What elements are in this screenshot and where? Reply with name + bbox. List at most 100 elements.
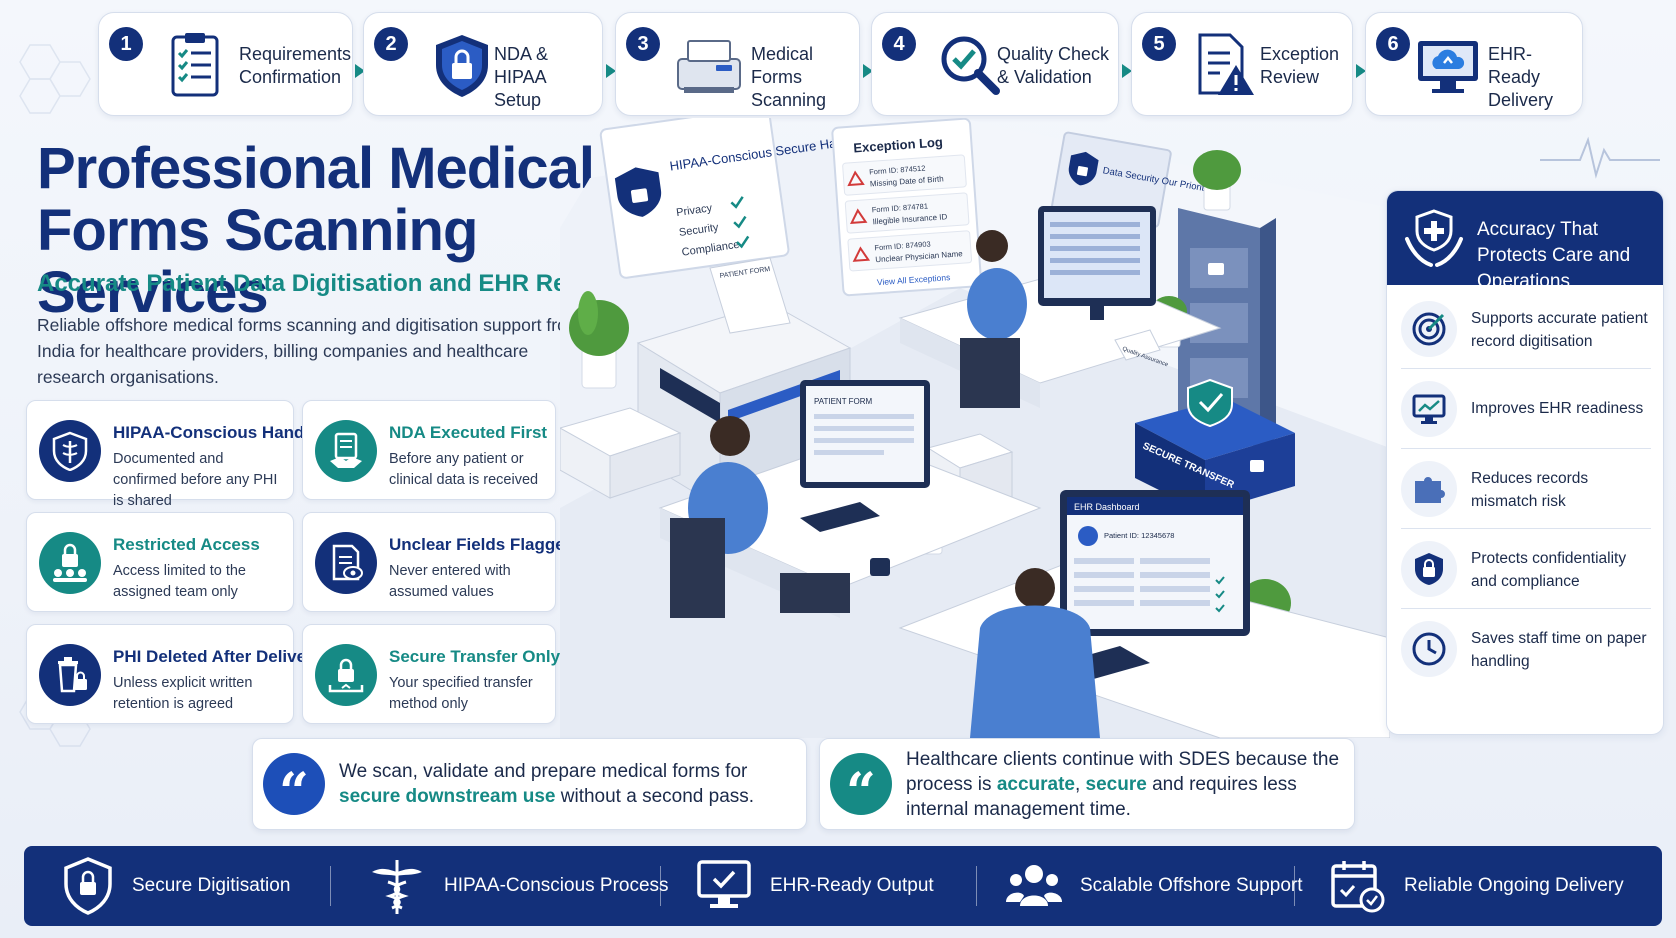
monitor-chart-icon xyxy=(1401,381,1457,437)
step-number: 2 xyxy=(374,27,408,61)
exception-log-board: Exception Log Form ID: 874512 Missing Da… xyxy=(831,118,982,297)
step-arrow-icon xyxy=(1122,64,1132,78)
monitor-cloud-icon xyxy=(1418,41,1478,93)
monitor-check-icon xyxy=(697,860,751,908)
checklist-icon xyxy=(171,33,219,97)
footer-divider xyxy=(660,866,661,906)
middle-workstation: PATIENT FORM xyxy=(658,380,1042,618)
step-number: 4 xyxy=(882,27,916,61)
feature-title: Secure Transfer Only xyxy=(389,647,561,666)
step-label: Medical Forms Scanning xyxy=(751,44,827,110)
footer-divider xyxy=(330,866,331,906)
step-number: 6 xyxy=(1376,27,1410,61)
quote-icon: “ xyxy=(263,753,325,819)
feature-card-unclear-fields: Unclear Fields Flagged Never entered wit… xyxy=(302,512,575,612)
quote-text-part: without a second pass. xyxy=(555,786,755,807)
step-label: Requirements Confirmation xyxy=(239,44,352,87)
feature-title: NDA Executed First xyxy=(389,423,548,442)
quote-card: “ We scan, validate and prepare medical … xyxy=(252,738,807,830)
benefit-item: Saves staff time on paper handling xyxy=(1401,609,1651,689)
feature-description: Before any patient or clinical data is r… xyxy=(389,451,539,488)
footer-label: Scalable Offshore Support xyxy=(1080,875,1303,896)
footer-label: Reliable Ongoing Delivery xyxy=(1404,875,1624,896)
step-ehr-ready-delivery[interactable]: 6 EHR-Ready Delivery xyxy=(1365,12,1583,116)
step-arrow-icon xyxy=(606,64,616,78)
benefit-text: Supports accurate patient record digitis… xyxy=(1471,310,1648,350)
footer-item-hipaa-process: HIPAA-Conscious Process xyxy=(368,846,669,926)
calendar-check-icon xyxy=(1331,861,1385,913)
paper-stack xyxy=(560,407,682,499)
shield-lock-icon xyxy=(436,35,488,97)
footer-divider xyxy=(976,866,977,906)
shield-hands-icon xyxy=(1405,209,1463,267)
exception-id: Form ID: 874903 xyxy=(874,239,931,252)
step-exception-review[interactable]: 5 Exception Review xyxy=(1131,12,1353,116)
step-number: 1 xyxy=(109,27,143,61)
feature-card-hipaa: HIPAA-Conscious Handling Documented and … xyxy=(26,400,335,509)
handshake-document-icon xyxy=(315,420,377,482)
ehr-patient-id: Patient ID: 12345678 xyxy=(1104,531,1174,540)
benefits-title: Accuracy That Protects Care and Operatio… xyxy=(1477,219,1631,292)
quote-highlight: secure xyxy=(1085,774,1147,795)
feature-description: Unless explicit written retention is agr… xyxy=(113,675,253,712)
heartbeat-line-icon xyxy=(1540,136,1660,179)
feature-card-secure-transfer: Secure Transfer Only Your specified tran… xyxy=(302,624,560,724)
feature-title: Unclear Fields Flagged xyxy=(389,535,576,554)
feature-title: PHI Deleted After Delivery xyxy=(113,647,323,666)
hipaa-item: Privacy xyxy=(675,202,713,219)
caduceus-shield-icon xyxy=(39,420,101,482)
footer-label: EHR-Ready Output xyxy=(770,875,934,896)
step-medical-forms-scanning[interactable]: 3 Medical Forms Scanning xyxy=(615,12,860,116)
feature-description: Never entered with assumed values xyxy=(389,563,511,600)
document-eye-icon xyxy=(315,532,377,594)
monitor-form-label: PATIENT FORM xyxy=(814,397,873,406)
team-icon xyxy=(1006,865,1062,906)
clock-icon xyxy=(1401,621,1457,677)
quote-text-part: We scan, validate and prepare medical fo… xyxy=(339,761,748,782)
quote-text: We scan, validate and prepare medical fo… xyxy=(339,759,789,809)
benefit-text: Protects confidentiality and compliance xyxy=(1471,550,1627,590)
process-steps: 1 Requirements Confirmation 2 NDA & HIPA… xyxy=(98,12,1668,116)
footer-item-secure-digitisation: Secure Digitisation xyxy=(62,846,290,926)
quote-text: Healthcare clients continue with SDES be… xyxy=(906,747,1346,822)
feature-card-nda: NDA Executed First Before any patient or… xyxy=(302,400,556,500)
step-label: NDA & HIPAA Setup xyxy=(494,44,549,110)
quote-icon: “ xyxy=(830,753,892,819)
benefits-panel: Accuracy That Protects Care and Operatio… xyxy=(1386,190,1664,735)
quote-text-part: Healthcare clients continue with SDES be… xyxy=(906,749,1340,795)
scanner-icon xyxy=(677,40,741,93)
benefit-item: Reduces records mismatch risk xyxy=(1401,449,1651,529)
back-workstation: Quality Assurance xyxy=(898,206,1222,408)
trash-lock-icon xyxy=(39,644,101,706)
page-subtitle: Accurate Patient Data Digitisation and E… xyxy=(37,270,656,297)
plant-icon xyxy=(1193,150,1241,211)
step-arrow-icon xyxy=(355,64,365,78)
caduceus-icon xyxy=(372,860,422,914)
step-number: 3 xyxy=(626,27,660,61)
hipaa-item: Security xyxy=(678,221,720,238)
quote-highlight: secure downstream use xyxy=(339,786,556,807)
hexagon-pattern-icon xyxy=(19,44,91,114)
footer-item-scalable-support: Scalable Offshore Support xyxy=(1006,846,1303,926)
quote-highlight: accurate xyxy=(996,774,1075,795)
step-quality-check[interactable]: 4 Quality Check & Validation xyxy=(871,12,1119,116)
step-requirements-confirmation[interactable]: 1 Requirements Confirmation xyxy=(98,12,353,116)
intro-text: Reliable offshore medical forms scanning… xyxy=(37,315,582,387)
footer-bar: Secure Digitisation HIPAA-Conscious Proc… xyxy=(24,846,1662,926)
feature-card-restricted-access: Restricted Access Access limited to the … xyxy=(26,512,294,612)
page-title: Professional Medical Forms Scanning Serv… xyxy=(37,136,595,325)
quote-card: “ Healthcare clients continue with SDES … xyxy=(819,738,1355,830)
footer-divider xyxy=(1294,866,1295,906)
front-workstation: EHR Dashboard Patient ID: 12345678 xyxy=(898,490,1390,738)
step-nda-hipaa-setup[interactable]: 2 NDA & HIPAA Setup xyxy=(363,12,603,116)
feature-description: Access limited to the assigned team only xyxy=(113,563,246,600)
plant-icon xyxy=(569,291,629,389)
footer-label: HIPAA-Conscious Process xyxy=(444,875,669,896)
quote-text-part: and requires less internal management ti… xyxy=(906,774,1297,820)
step-arrow-icon xyxy=(863,64,873,78)
secure-transfer-box: SECURE TRANSFER xyxy=(1135,378,1295,513)
exception-log-title: Exception Log xyxy=(853,134,943,155)
target-icon xyxy=(1401,301,1457,357)
quote-text-part: , xyxy=(1074,774,1086,795)
feature-title: HIPAA-Conscious Handling xyxy=(113,423,335,442)
